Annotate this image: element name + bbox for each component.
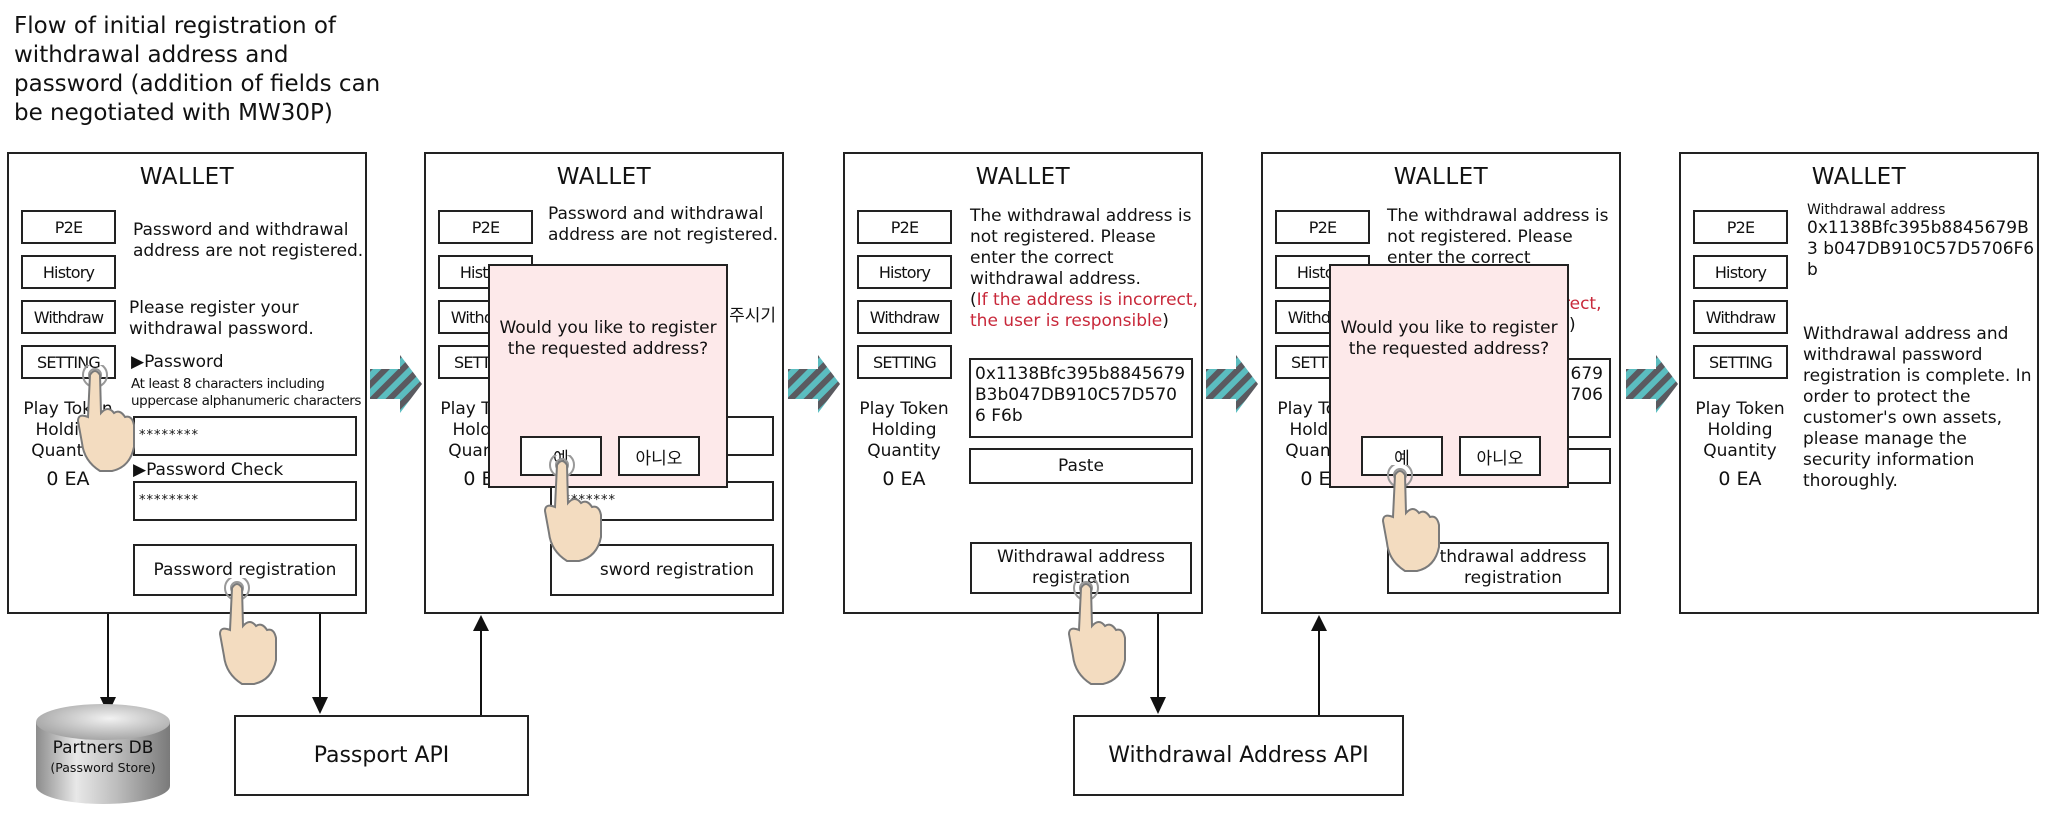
nav-p2e-button[interactable]: P2E (857, 210, 952, 244)
warning-paren: ) (1162, 311, 1169, 331)
withdrawal-address-registration-button[interactable]: Withdrawal address registration (970, 542, 1192, 594)
paste-button[interactable]: Paste (969, 448, 1193, 484)
nav-setting-button[interactable]: SETTING (1693, 345, 1788, 379)
status-text: The withdrawal address is not registered… (970, 206, 1192, 289)
flow-arrow-icon (1626, 355, 1678, 413)
confirm-modal: Would you like to register the requested… (488, 264, 728, 488)
obscured-prompt-text: 주시기 (729, 306, 776, 326)
flow-arrow-icon (370, 355, 422, 413)
diagram-title: Flow of initial registration of withdraw… (14, 13, 381, 126)
database-icon (36, 704, 170, 804)
warning-paren: ) (1569, 315, 1576, 335)
arrowhead-down-icon (1150, 697, 1166, 714)
token-label-line: Quantity (867, 441, 941, 461)
nav-setting-button[interactable]: SETTING (21, 345, 116, 379)
token-label-line: Quantity (1703, 441, 1777, 461)
nav-p2e-button[interactable]: P2E (21, 210, 116, 244)
wallet-title: WALLET (975, 164, 1071, 190)
wallet-title: WALLET (1811, 164, 1907, 190)
arrowhead-up-icon (1311, 615, 1327, 631)
withdrawal-address-api-box: Withdrawal Address API (1073, 715, 1404, 796)
completion-message: Withdrawal address and withdrawal passwo… (1803, 324, 2032, 491)
flow-arrow-icon (1206, 355, 1258, 413)
token-quantity: 0 EA (882, 468, 926, 490)
token-label-line: Holding (1707, 420, 1773, 440)
token-label: Play Token Holding Quantity (849, 399, 959, 462)
modal-yes-button[interactable]: 예 (1361, 436, 1443, 476)
nav-p2e-button[interactable]: P2E (438, 210, 533, 244)
nav-history-button[interactable]: History (21, 255, 116, 289)
address-fragment: 679 (1570, 364, 1603, 384)
token-label-line: Play Token (1695, 399, 1785, 419)
modal-question: Would you like to register the requested… (1340, 318, 1558, 359)
password-check-input[interactable]: ******** (133, 481, 357, 521)
token-label-line: Quantity (31, 441, 105, 461)
token-label-line: Holding (871, 420, 937, 440)
wallet-title: WALLET (556, 164, 652, 190)
warning-text: If the address is incorrect, the user is… (970, 290, 1198, 331)
token-quantity: 0 EA (1718, 468, 1762, 490)
password-registration-button[interactable]: Password registration (133, 544, 357, 596)
wallet-screen-5: WALLET P2E History Withdraw SETTING Play… (1679, 152, 2039, 614)
arrowhead-down-icon (312, 697, 328, 714)
confirm-modal: Would you like to register the requested… (1329, 264, 1569, 488)
modal-yes-button[interactable]: 예 (520, 436, 602, 476)
nav-p2e-button[interactable]: P2E (1275, 210, 1370, 244)
password-registration-button[interactable]: sword registration (550, 544, 774, 596)
nav-p2e-button[interactable]: P2E (1693, 210, 1788, 244)
modal-question: Would you like to register the requested… (499, 318, 717, 359)
warning-paren: ( (970, 290, 977, 310)
wallet-title: WALLET (139, 164, 235, 190)
wallet-screen-4: WALLET P2E History Withdraw SETTING Play… (1261, 152, 1621, 614)
withdrawal-address-label: Withdrawal address (1807, 202, 1946, 218)
status-message: The withdrawal address is not registered… (970, 206, 1205, 332)
withdrawal-address-registration-button[interactable]: thdrawal address registration (1387, 542, 1609, 594)
nav-withdraw-button[interactable]: Withdraw (21, 300, 116, 334)
modal-no-button[interactable]: 아니오 (1459, 436, 1541, 476)
wallet-screen-2: WALLET P2E History Withdraw SETTING Play… (424, 152, 784, 614)
password-label: ▶Password (131, 352, 224, 372)
token-label-line: Play Token (23, 399, 113, 419)
token-label-line: Play Token (859, 399, 949, 419)
password-input[interactable]: ******** (133, 416, 357, 456)
arrowhead-up-icon (473, 615, 489, 631)
status-message: Password and withdrawal address are not … (133, 220, 364, 261)
prompt-message: Please register your withdrawal password… (129, 298, 314, 339)
password-hint: At least 8 characters including uppercas… (131, 376, 362, 409)
modal-no-button[interactable]: 아니오 (618, 436, 700, 476)
withdrawal-address-value: 0x1138Bfc395b8845679B3 b047DB910C57D5706… (1807, 218, 2035, 280)
withdrawal-address-input[interactable]: 0x1138Bfc395b8845679 B3b047DB910C57D5706… (969, 358, 1193, 438)
nav-withdraw-button[interactable]: Withdraw (1693, 300, 1788, 334)
nav-withdraw-button[interactable]: Withdraw (857, 300, 952, 334)
wallet-screen-1: WALLET P2E History Withdraw SETTING Play… (7, 152, 367, 614)
address-visible-fragment: 679 706 (1571, 364, 1603, 406)
wallet-title: WALLET (1393, 164, 1489, 190)
database-subtitle: (Password Store) (50, 760, 156, 775)
flow-arrow-icon (788, 355, 840, 413)
token-quantity: 0 EA (46, 468, 90, 490)
warning-text-partial: rect, (1563, 294, 1602, 314)
nav-history-button[interactable]: History (1693, 255, 1788, 289)
nav-history-button[interactable]: History (857, 255, 952, 289)
token-label: Play Token Holding Quantity (13, 399, 123, 462)
token-label: Play Token Holding Quantity (1685, 399, 1795, 462)
nav-setting-button[interactable]: SETTING (857, 345, 952, 379)
database-name: Partners DB (52, 738, 154, 758)
address-fragment: 706 (1570, 385, 1603, 405)
wallet-screen-3: WALLET P2E History Withdraw SETTING Play… (843, 152, 1203, 614)
password-check-label: ▶Password Check (133, 460, 284, 480)
passport-api-box: Passport API (234, 715, 529, 796)
status-message: Password and withdrawal address are not … (548, 204, 779, 245)
token-label-line: Holding (35, 420, 101, 440)
